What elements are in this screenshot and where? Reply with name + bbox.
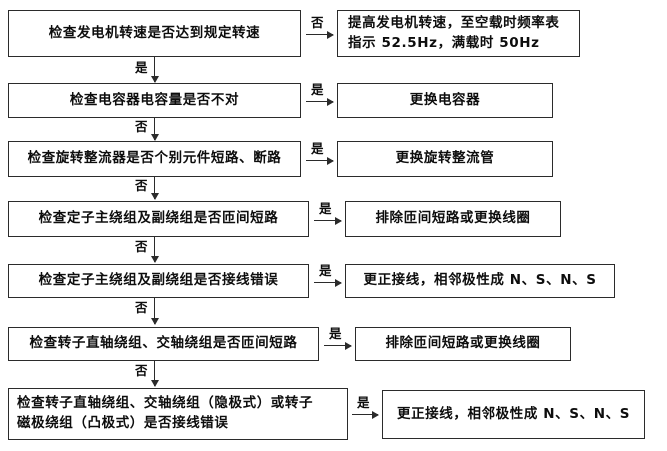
decision-box-3-label: 检查旋转整流器是否个别元件短路、断路 [27, 150, 282, 167]
branch-label-3: 是 [311, 141, 324, 156]
flow-connector-5 [150, 298, 159, 325]
branch-label-5: 是 [319, 263, 332, 278]
branch-label-1: 否 [311, 15, 324, 30]
decision-box-5-label: 检查定子主绕组及副绕组是否接线错误 [38, 272, 279, 289]
action-box-3-label: 更换旋转整流管 [395, 150, 495, 167]
decision-box-7[interactable]: 检查转子直轴绕组、交轴绕组（隐极式）或转子 磁极绕组（凸极式）是否接线错误 [8, 388, 348, 440]
branch-connector-2 [306, 97, 334, 106]
action-box-7-label: 更正接线，相邻极性成 N、S、N、S [396, 405, 631, 422]
action-box-1[interactable]: 提高发电机转速，至空载时频率表 指示 52.5Hz，满载时 50Hz [337, 10, 580, 57]
action-box-1-label: 提高发电机转速，至空载时频率表 指示 52.5Hz，满载时 50Hz [348, 14, 560, 51]
action-box-5[interactable]: 更正接线，相邻极性成 N、S、N、S [345, 264, 615, 298]
action-box-4[interactable]: 排除匝间短路或更换线圈 [345, 201, 561, 237]
decision-box-7-label: 检查转子直轴绕组、交轴绕组（隐极式）或转子 磁极绕组（凸极式）是否接线错误 [17, 395, 314, 431]
branch-connector-7 [352, 410, 379, 419]
decision-box-4[interactable]: 检查定子主绕组及副绕组是否匝间短路 [8, 201, 309, 237]
decision-box-1[interactable]: 检查发电机转速是否达到规定转速 [8, 10, 301, 57]
flow-connector-3 [150, 177, 159, 200]
branch-label-6: 是 [329, 326, 342, 341]
decision-box-3[interactable]: 检查旋转整流器是否个别元件短路、断路 [8, 141, 301, 177]
action-box-4-label: 排除匝间短路或更换线圈 [375, 210, 531, 227]
flow-connector-1 [150, 57, 159, 83]
branch-connector-6 [324, 341, 352, 350]
branch-connector-1 [306, 30, 334, 39]
branch-label-2: 是 [311, 82, 324, 97]
action-box-3[interactable]: 更换旋转整流管 [337, 141, 553, 177]
decision-box-6[interactable]: 检查转子直轴绕组、交轴绕组是否匝间短路 [8, 327, 319, 361]
decision-box-6-label: 检查转子直轴绕组、交轴绕组是否匝间短路 [29, 335, 298, 352]
flow-connector-6 [150, 361, 159, 387]
flow-label-4: 否 [135, 239, 148, 254]
action-box-2[interactable]: 更换电容器 [337, 83, 553, 118]
branch-label-4: 是 [319, 201, 332, 216]
branch-connector-5 [314, 278, 342, 287]
action-box-2-label: 更换电容器 [409, 91, 481, 108]
decision-box-4-label: 检查定子主绕组及副绕组是否匝间短路 [38, 210, 279, 227]
decision-box-5[interactable]: 检查定子主绕组及副绕组是否接线错误 [8, 264, 309, 298]
branch-label-7: 是 [357, 395, 370, 410]
action-box-5-label: 更正接线，相邻极性成 N、S、N、S [363, 272, 597, 289]
flow-connector-4 [150, 237, 159, 263]
decision-box-1-label: 检查发电机转速是否达到规定转速 [48, 24, 261, 41]
branch-connector-4 [314, 216, 342, 225]
action-box-6-label: 排除匝间短路或更换线圈 [385, 335, 541, 352]
flow-label-3: 否 [135, 178, 148, 193]
flow-label-6: 否 [135, 363, 148, 378]
branch-connector-3 [306, 156, 334, 165]
flow-label-2: 否 [135, 119, 148, 134]
decision-box-2[interactable]: 检查电容器电容量是否不对 [8, 83, 301, 118]
flow-label-5: 否 [135, 300, 148, 315]
action-box-7[interactable]: 更正接线，相邻极性成 N、S、N、S [382, 390, 645, 439]
flow-label-1: 是 [135, 60, 148, 75]
flow-connector-2 [150, 118, 159, 141]
decision-box-2-label: 检查电容器电容量是否不对 [69, 91, 240, 108]
action-box-6[interactable]: 排除匝间短路或更换线圈 [355, 327, 571, 361]
